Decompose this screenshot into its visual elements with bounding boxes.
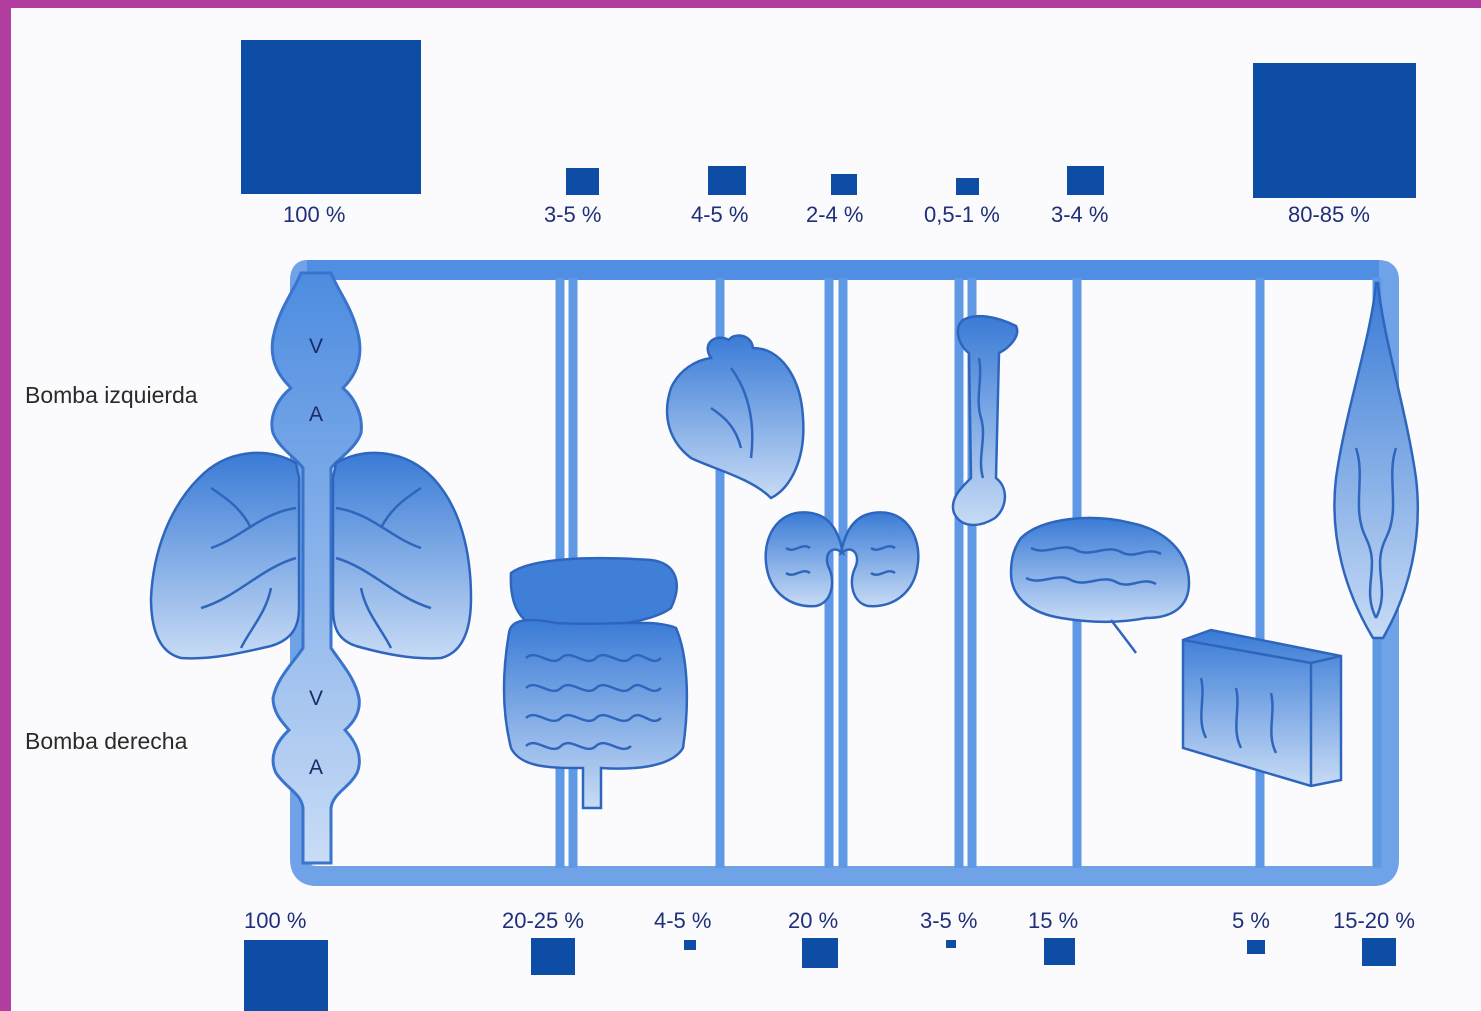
left-pump-label: Bomba izquierda [25, 382, 198, 409]
muscle-icon [1334, 283, 1417, 638]
top-square-marker [1253, 63, 1416, 198]
bottom-flow-label: 15 % [1028, 908, 1078, 934]
top-flow-label: 3-5 % [544, 202, 601, 228]
top-flow-label: 3-4 % [1051, 202, 1108, 228]
lower-ventricle-label: V [309, 687, 323, 710]
top-flow-label: 4-5 % [691, 202, 748, 228]
bottom-square-marker [684, 940, 696, 950]
upper-ventricle-label: V [309, 335, 323, 358]
bottom-flow-label: 15-20 % [1333, 908, 1415, 934]
circulation-diagram: V A V A [11, 8, 1481, 1011]
brain-icon [1011, 518, 1189, 653]
top-flow-label: 0,5-1 % [924, 202, 1000, 228]
top-square-marker [708, 166, 746, 195]
lower-atrium-label: A [309, 756, 323, 779]
top-flow-label: 80-85 % [1288, 202, 1370, 228]
bottom-square-marker [802, 938, 838, 968]
bottom-flow-label: 100 % [244, 908, 306, 934]
top-square-marker [241, 40, 421, 194]
top-square-marker [566, 168, 599, 195]
bottom-flow-label: 20 % [788, 908, 838, 934]
bottom-square-marker [531, 938, 575, 975]
bottom-square-marker [1362, 938, 1396, 966]
heart-icon [667, 335, 803, 498]
bottom-square-marker [946, 940, 956, 948]
right-pump-label: Bomba derecha [25, 728, 187, 755]
top-flow-label: 100 % [283, 202, 345, 228]
bottom-square-marker [244, 940, 328, 1011]
bottom-square-marker [1044, 938, 1075, 965]
skin-tissue-icon [1183, 630, 1341, 786]
bottom-square-marker [1247, 940, 1265, 954]
top-square-marker [956, 178, 979, 195]
bottom-flow-label: 5 % [1232, 908, 1270, 934]
top-square-marker [831, 174, 857, 195]
digestive-organs-icon [504, 558, 687, 808]
top-flow-label: 2-4 % [806, 202, 863, 228]
bottom-flow-label: 4-5 % [654, 908, 711, 934]
upper-atrium-label: A [309, 403, 323, 426]
bottom-flow-label: 3-5 % [920, 908, 977, 934]
bottom-flow-label: 20-25 % [502, 908, 584, 934]
top-square-marker [1067, 166, 1104, 195]
